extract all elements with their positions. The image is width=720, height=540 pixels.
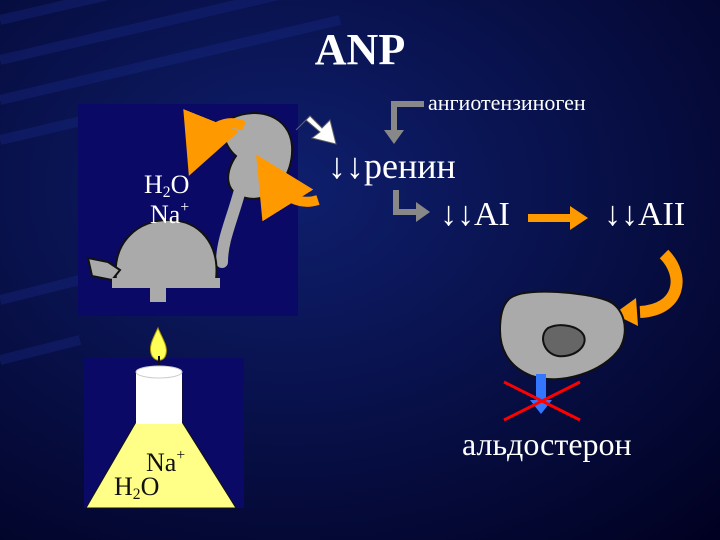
ai-aii-arrowhead bbox=[570, 206, 588, 230]
ai-label: ↓↓AI bbox=[440, 198, 510, 232]
excretion-arrow bbox=[183, 108, 247, 176]
bladder-inlet-icon bbox=[86, 256, 122, 282]
water-subscript: 2 bbox=[162, 183, 171, 201]
candle-top-icon bbox=[135, 365, 183, 379]
aii-down-arrows: ↓↓ bbox=[604, 196, 638, 233]
water-label-bottom: H2O bbox=[114, 472, 160, 503]
sodium-charge: + bbox=[180, 199, 190, 216]
nucleus-icon bbox=[542, 324, 586, 358]
sodium-charge: + bbox=[176, 447, 186, 464]
bladder-icon bbox=[114, 218, 218, 281]
angiotensinogen-arrowhead bbox=[384, 130, 404, 144]
angiotensinogen-label: ангиотензиноген bbox=[428, 90, 586, 115]
aldosterone-label: альдостерон bbox=[462, 426, 632, 462]
candle-icon bbox=[136, 372, 182, 424]
water-h: H bbox=[144, 170, 163, 199]
release-arrow-shaft bbox=[536, 374, 546, 402]
ureter-icon bbox=[216, 184, 246, 268]
sodium-symbol: Na bbox=[146, 447, 177, 477]
angiotensinogen-arrow bbox=[391, 101, 424, 134]
water-h: H bbox=[114, 472, 133, 501]
water-o: O bbox=[170, 170, 190, 199]
renin-kidney-arrow bbox=[256, 154, 320, 222]
ai-down-arrows: ↓↓ bbox=[440, 196, 474, 233]
ai-aii-arrow-shaft bbox=[528, 214, 572, 222]
renin-down-arrows: ↓↓ bbox=[328, 146, 364, 186]
aii-cell-arrowhead bbox=[614, 298, 638, 326]
renin-text: ренин bbox=[364, 146, 456, 186]
page-title: ANP bbox=[314, 25, 406, 74]
blocked-cross-icon bbox=[503, 380, 581, 422]
water-subscript: 2 bbox=[132, 485, 141, 503]
sodium-label-bottom: Na+ bbox=[146, 448, 185, 476]
bladder-base-icon bbox=[112, 278, 220, 288]
water-label-top: H2O bbox=[144, 170, 190, 201]
water-o: O bbox=[140, 472, 160, 501]
aii-label: ↓↓AII bbox=[604, 198, 685, 232]
renin-label: ↓↓ренин bbox=[328, 148, 456, 184]
sodium-symbol: Na bbox=[150, 199, 181, 229]
aii-cell-arrow bbox=[639, 249, 683, 318]
sodium-label-top: Na+ bbox=[150, 200, 189, 228]
renin-ai-arrowhead bbox=[416, 202, 430, 222]
white-arrow-icon bbox=[295, 115, 337, 145]
renin-ai-arrow bbox=[393, 190, 420, 215]
aii-text: AII bbox=[638, 196, 686, 233]
ai-text: AI bbox=[474, 196, 510, 233]
